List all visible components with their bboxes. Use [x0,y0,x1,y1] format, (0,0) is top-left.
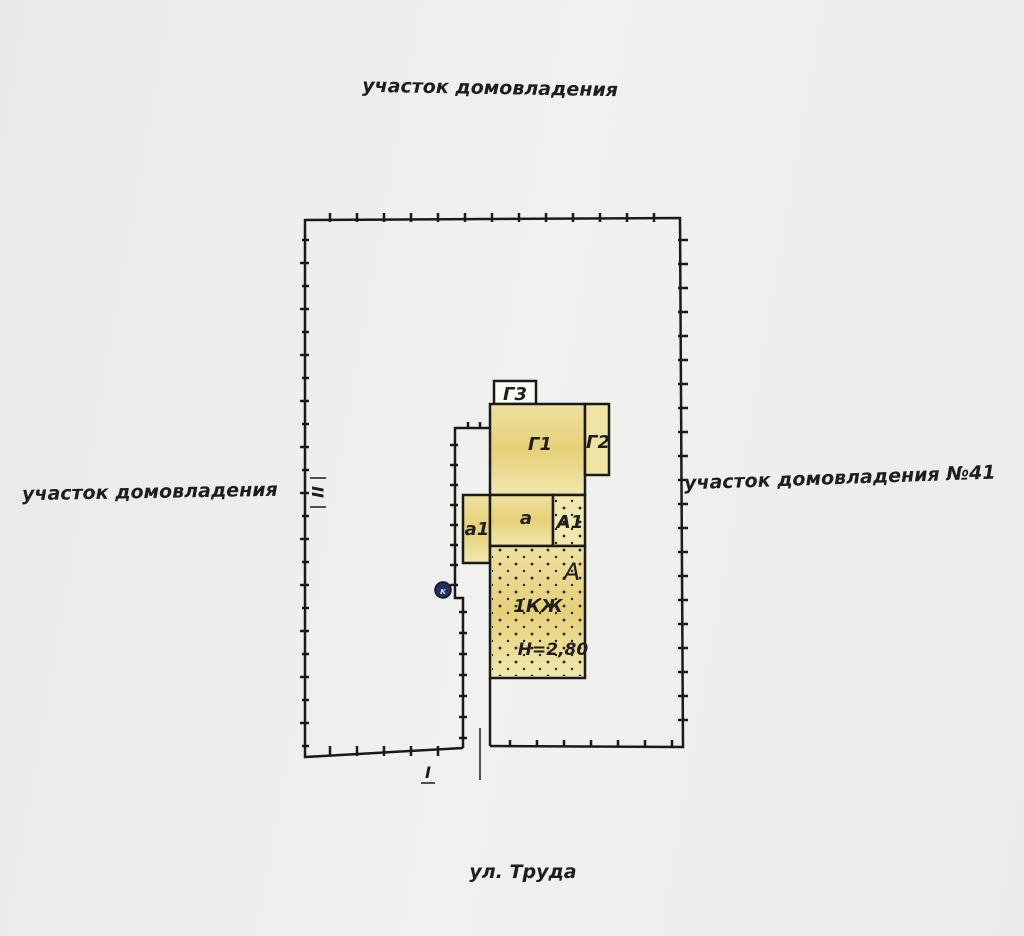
label-a1-upper: А1 [555,512,583,533]
label-material: 1КЖ [513,596,563,617]
well-symbol: к [440,587,447,597]
label-street: ул. Труда [469,861,576,883]
label-section-ii: II [308,486,327,498]
label-g1: Г1 [528,434,552,455]
hatch-a1 [553,495,585,546]
label-a-lower: а [520,508,532,529]
label-a1-lower: а1 [465,519,490,540]
hatch-a [492,548,583,676]
label-right-neighbor: участок домовладения №41 [684,462,996,495]
label-a-main: А [562,558,580,586]
building-g2 [583,402,611,477]
label-left-neighbor: участок домовладения [22,479,278,505]
label-section-i: I [425,763,431,782]
plot-boundary [303,216,685,759]
label-g2: Г2 [586,432,610,453]
well-icon [434,581,452,599]
label-top-neighbor: участок домовладения [362,75,618,101]
label-height: Н=2,80 [518,640,589,660]
label-g3: Г3 [503,384,527,405]
inner-fence [453,426,490,748]
